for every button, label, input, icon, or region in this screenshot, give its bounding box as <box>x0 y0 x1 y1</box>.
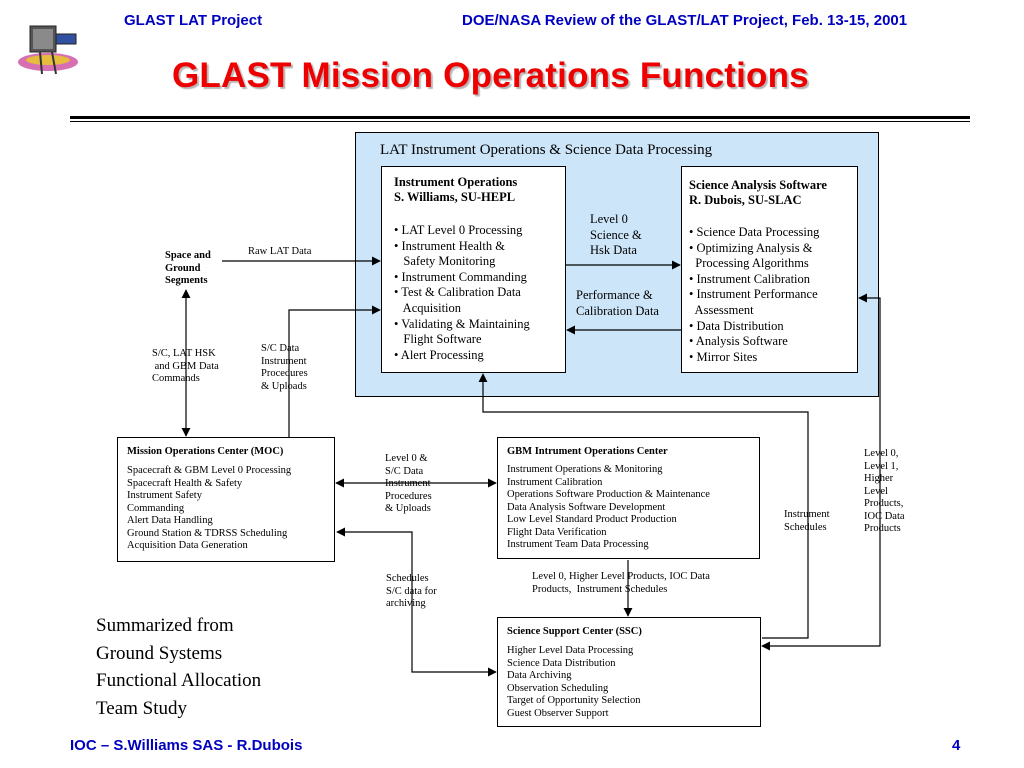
list-item: • Test & Calibration Data <box>394 285 521 300</box>
list-item: Spacecraft & GBM Level 0 Processing <box>127 465 292 476</box>
list-item: • Instrument Commanding <box>394 269 527 284</box>
instrument-operations-box <box>381 166 566 373</box>
header-review: DOE/NASA Review of the GLAST/LAT Project… <box>462 12 908 29</box>
summary-note: Summarized from Ground Systems Functiona… <box>96 615 262 719</box>
list-item: • Science Data Processing <box>689 225 820 239</box>
sc-data-uploads-label: S/C Data Instrument Procedures & Uploads <box>261 343 308 392</box>
list-item: Higher Level Data Processing <box>507 645 634 656</box>
lat-panel-title: LAT Instrument Operations & Science Data… <box>380 142 713 158</box>
gbm-to-ssc-label: Level 0, Higher Level Products, IOC Data… <box>532 571 710 595</box>
list-item: • Instrument Health & <box>394 238 505 253</box>
list-item: Ground Station & TDRSS Scheduling <box>127 527 288 539</box>
gbm-heading: GBM Intrument Operations Center <box>507 446 668 457</box>
list-item: Commanding <box>127 502 185 514</box>
list-item: Safety Monitoring <box>394 254 496 269</box>
list-item: Acquisition <box>394 300 462 315</box>
list-item: Operations Software Production & Mainten… <box>507 489 710 500</box>
list-item: Observation Scheduling <box>507 682 609 694</box>
list-item: Acquisition Data Generation <box>127 540 248 551</box>
list-item: Instrument Calibration <box>507 476 603 488</box>
list-item: Low Level Standard Product Production <box>507 514 677 525</box>
moc-heading: Mission Operations Center (MOC) <box>127 446 284 457</box>
instrument-operations-list: • LAT Level 0 Processing • Instrument He… <box>394 223 530 363</box>
list-item: • Instrument Calibration <box>689 271 811 286</box>
sc-lat-hsk-label: S/C, LAT HSK and GBM Data Commands <box>152 348 219 384</box>
gbm-list: Instrument Operations & Monitoring Instr… <box>507 464 710 552</box>
title-rule <box>70 116 970 119</box>
ssc-heading: Science Support Center (SSC) <box>507 626 642 637</box>
list-item: • Optimizing Analysis & <box>689 240 813 255</box>
list-item: • Alert Processing <box>394 347 484 362</box>
level0-sc-data-label: Level 0 & S/C Data Instrument Procedures… <box>385 453 432 514</box>
list-item: • Data Distribution <box>689 318 784 333</box>
moc-list: Spacecraft & GBM Level 0 Processing Spac… <box>127 465 291 553</box>
list-item: Guest Observer Support <box>507 707 609 719</box>
level-products-label: Level 0, Level 1, Higher Level Products,… <box>864 448 905 534</box>
list-item: • Mirror Sites <box>689 349 758 364</box>
page-title: GLAST Mission Operations Functions <box>172 56 809 95</box>
level0-science-label: Level 0 Science & Hsk Data <box>590 212 642 257</box>
project-logo <box>12 12 84 84</box>
list-item: • Validating & Maintaining <box>394 316 530 331</box>
raw-lat-data-label: Raw LAT Data <box>248 246 312 257</box>
list-item: Instrument Operations & Monitoring <box>507 464 663 475</box>
list-item: Instrument Team Data Processing <box>507 539 649 550</box>
list-item: Data Archiving <box>507 670 572 681</box>
list-item: • LAT Level 0 Processing <box>394 223 523 237</box>
instrument-schedules-label: Instrument Schedules <box>784 509 830 533</box>
science-analysis-heading: Science Analysis Software R. Dubois, SU-… <box>689 178 827 207</box>
list-item: Data Analysis Software Development <box>507 501 666 513</box>
list-item: Assessment <box>689 302 754 317</box>
ssc-list: Higher Level Data Processing Science Dat… <box>507 645 641 720</box>
page-number: 4 <box>952 737 961 754</box>
schedules-archiving-label: Schedules S/C data for archiving <box>386 573 437 609</box>
instrument-operations-heading: Instrument Operations S. Williams, SU-HE… <box>394 175 518 204</box>
list-item: • Analysis Software <box>689 334 788 349</box>
header-project: GLAST LAT Project <box>124 12 263 29</box>
science-analysis-list: • Science Data Processing • Optimizing A… <box>689 225 819 365</box>
space-ground-segments: Space and Ground Segments <box>165 250 211 286</box>
list-item: Processing Algorithms <box>689 256 809 271</box>
list-item: Flight Software <box>394 332 482 347</box>
title-rule-thin <box>70 121 970 122</box>
list-item: Target of Opportunity Selection <box>507 695 641 706</box>
moc-box <box>117 437 335 562</box>
list-item: Science Data Distribution <box>507 657 616 669</box>
list-item: • Instrument Performance <box>689 287 818 302</box>
footer-authors: IOC – S.Williams SAS - R.Dubois <box>70 737 303 754</box>
list-item: Alert Data Handling <box>127 515 213 526</box>
list-item: Flight Data Verification <box>507 526 607 538</box>
list-item: Instrument Safety <box>127 490 202 501</box>
list-item: Spacecraft Health & Safety <box>127 477 243 489</box>
performance-calibration-label: Performance & Calibration Data <box>576 288 659 318</box>
